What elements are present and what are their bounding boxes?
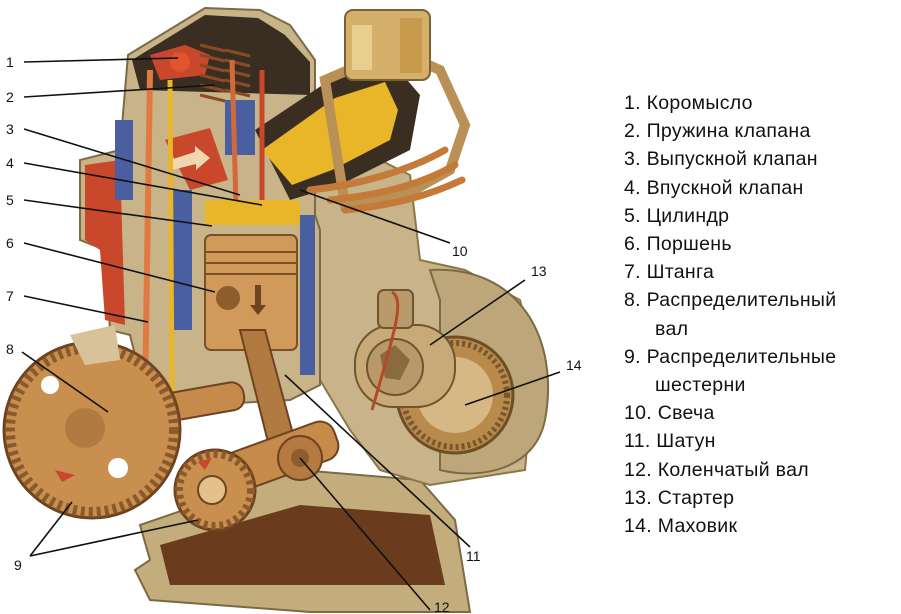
coolant-jacket-head [225, 100, 255, 155]
legend-item-cylinder: 5. Цилиндр [624, 204, 730, 227]
leader-2 [23, 84, 216, 98]
coolant-jacket-mid [170, 190, 192, 330]
legend-item-flywheel: 14. Маховик [624, 515, 738, 538]
timing-gear-large [2, 340, 182, 520]
callout-2: 2 [6, 89, 14, 105]
callout-numbers: 1 2 3 4 5 6 7 8 9 10 11 12 13 14 [6, 54, 582, 614]
red-cut-surface-left [85, 160, 125, 325]
callout-9: 9 [14, 557, 22, 573]
legend-item-timing-gears: 9. Распределительные [624, 345, 837, 368]
callout-4: 4 [6, 155, 14, 171]
carburetor [344, 9, 431, 81]
legend-item-valve-spring: 2. Пружина клапана [624, 120, 811, 143]
callout-13: 13 [531, 263, 547, 279]
callout-6: 6 [6, 235, 14, 251]
callout-10: 10 [452, 243, 468, 259]
callout-14: 14 [566, 357, 582, 373]
parts-legend: 1. Коромысло 2. Пружина клапана 3. Выпус… [624, 89, 894, 540]
leader-12 [299, 457, 431, 611]
callout-11: 11 [466, 548, 481, 564]
leader-11 [284, 374, 471, 548]
legend-item-exhaust-valve: 3. Выпускной клапан [624, 148, 818, 171]
engine-drawing [2, 6, 550, 613]
legend-item-camshaft-cont: вал [655, 317, 689, 340]
callout-7: 7 [6, 288, 14, 304]
valve-springs [199, 43, 251, 103]
starter-motor [354, 289, 456, 411]
leader-14 [464, 371, 561, 406]
leader-lines [21, 57, 561, 611]
leader-3 [23, 128, 241, 196]
leader-4 [23, 162, 263, 206]
callout-1: 1 [6, 54, 14, 70]
legend-item-starter: 13. Стартер [624, 486, 735, 509]
legend-item-push-rod: 7. Штанга [624, 261, 715, 284]
cutaway-notch [70, 325, 120, 365]
timing-gear-small [173, 448, 257, 532]
callout-12: 12 [434, 599, 450, 614]
callout-8: 8 [6, 341, 14, 357]
valve-stem-1 [229, 59, 239, 206]
leader-10 [299, 189, 451, 244]
leader-5 [23, 199, 213, 227]
legend-item-connecting-rod: 11. Шатун [624, 430, 716, 453]
leader-9a [29, 501, 73, 557]
combustion-chamber [205, 200, 300, 225]
legend-item-intake-valve: 4. Впускной клапан [624, 176, 804, 199]
leader-9b [29, 519, 199, 557]
legend-item-camshaft: 8. Распределительный [624, 289, 837, 312]
leader-6 [23, 242, 216, 293]
push-rod-2 [167, 79, 175, 401]
leader-7 [23, 295, 149, 323]
coolant-jacket-right [300, 215, 315, 375]
leader-13 [429, 279, 526, 346]
piston [204, 234, 298, 351]
legend-item-piston: 6. Поршень [624, 233, 732, 256]
legend-item-timing-gears-cont: шестерни [655, 374, 746, 397]
legend-item-crankshaft: 12. Коленчатый вал [624, 458, 809, 481]
callout-5: 5 [6, 192, 14, 208]
rocker-shaft [170, 52, 190, 72]
legend-item-spark-plug: 10. Свеча [624, 402, 715, 425]
push-rod-1 [142, 69, 153, 401]
legend-item-rocker-arm: 1. Коромысло [624, 92, 753, 114]
leader-8 [21, 351, 109, 413]
leader-1 [23, 57, 179, 63]
ignition-leads [306, 146, 466, 214]
callout-3: 3 [6, 121, 14, 137]
exhaust-arrow [170, 146, 210, 170]
